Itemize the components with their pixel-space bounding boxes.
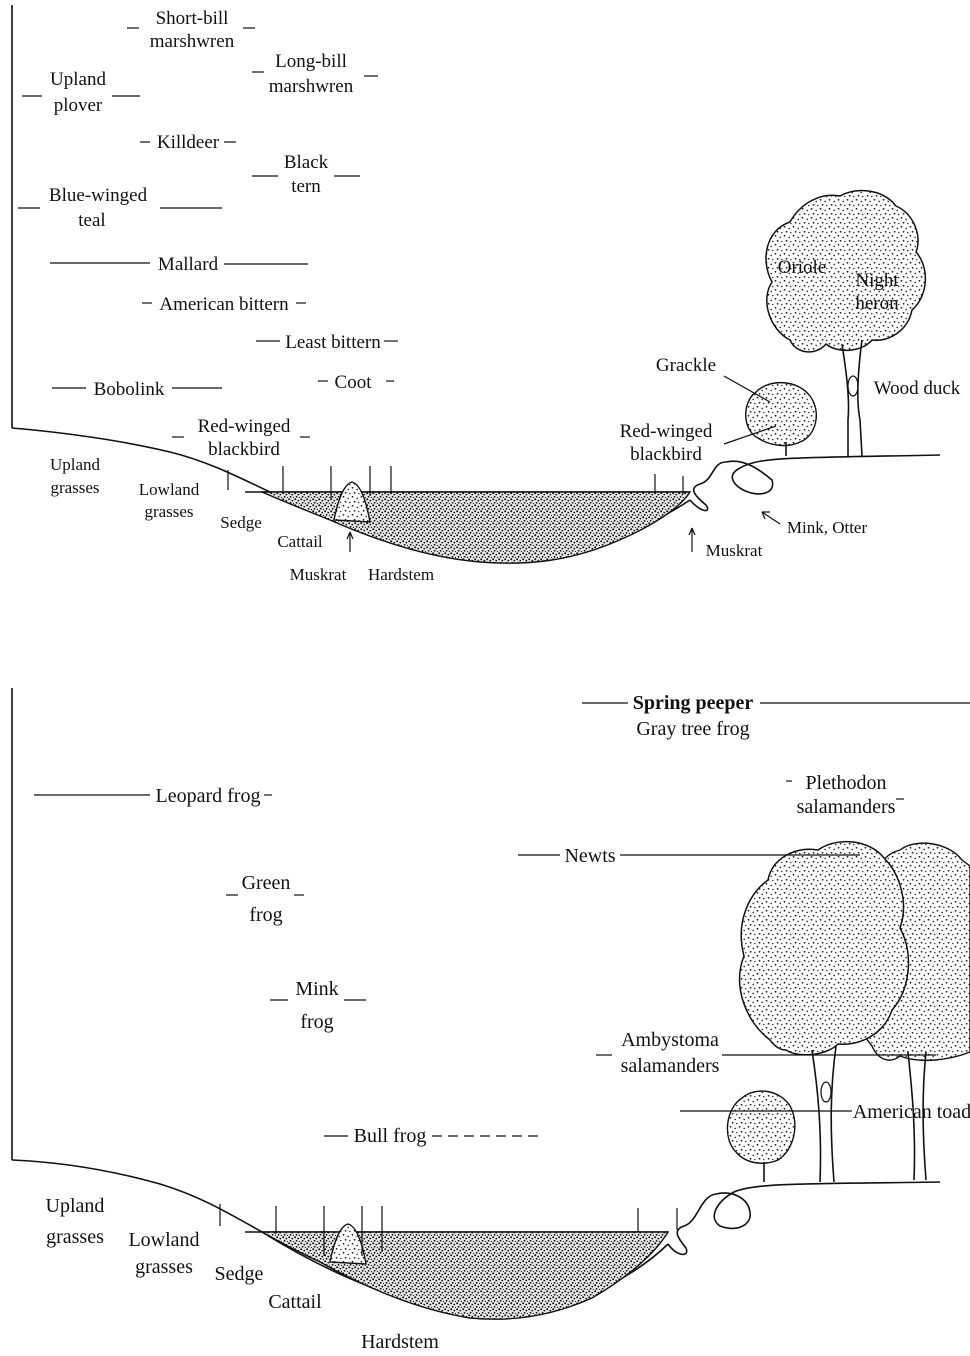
top-lowland-grasses-label-1: Lowland (139, 480, 200, 499)
bottom-cattail-label: Cattail (268, 1291, 322, 1313)
bottom-upland-grasses-label-2: grasses (46, 1226, 104, 1248)
top-cattail-label: Cattail (277, 532, 323, 551)
night-heron-label-2: heron (855, 293, 899, 314)
top-pond (262, 492, 690, 563)
blue-winged-teal-label-2: teal (78, 210, 105, 231)
short-bill-marshwren-label-1: Short-bill (156, 8, 229, 29)
wood-duck-label: Wood duck (874, 378, 961, 399)
top-upland-grasses-label-1: Upland (50, 455, 101, 474)
ambystoma-salamanders-label-1: Ambystoma (621, 1029, 719, 1051)
red-winged-blackbird-right-label-2: blackbird (630, 444, 702, 465)
gray-tree-frog-label: Gray tree frog (636, 718, 749, 740)
top-panel: Short-bill marshwren Long-bill marshwren… (12, 5, 961, 584)
night-heron-label-1: Night (855, 270, 899, 291)
short-bill-marshwren-label-2: marshwren (150, 31, 235, 52)
top-sedge-label: Sedge (220, 513, 262, 532)
mink-otter-label: Mink, Otter (787, 518, 868, 537)
killdeer-label: Killdeer (157, 132, 220, 153)
coot-label: Coot (335, 372, 373, 393)
bottom-pond (262, 1232, 668, 1319)
top-lowland-grasses-label-2: grasses (144, 502, 193, 521)
muskrat-right-arrow (689, 528, 695, 552)
bottom-panel: Spring peeper Gray tree frog Leopard fro… (12, 688, 970, 1353)
leopard-frog-label: Leopard frog (156, 785, 261, 807)
bull-frog-label: Bull frog (354, 1125, 427, 1147)
bobolink-label: Bobolink (94, 379, 165, 400)
top-muskrat-lodge (334, 482, 370, 522)
oriole-label: Oriole (778, 257, 827, 278)
muskrat-left-label: Muskrat (290, 565, 347, 584)
bottom-burrow-shoreline (668, 1182, 940, 1254)
blue-winged-teal-label-1: Blue-winged (49, 185, 148, 206)
plethodon-salamanders-label-2: salamanders (797, 796, 896, 818)
upland-plover-label-2: plover (54, 95, 103, 116)
muskrat-left-arrow (347, 532, 353, 552)
upland-plover-label-1: Upland (50, 69, 106, 90)
newts-label: Newts (564, 845, 615, 867)
bottom-sedge-label: Sedge (215, 1263, 264, 1285)
bottom-lowland-grasses-label-2: grasses (135, 1256, 193, 1278)
black-tern-label-1: Black (284, 152, 329, 173)
black-tern-label-2: tern (291, 176, 321, 197)
grackle-label: Grackle (656, 355, 716, 376)
green-frog-label-2: frog (249, 904, 282, 926)
bottom-lowland-grasses-label-1: Lowland (128, 1229, 199, 1251)
long-bill-marshwren-label-2: marshwren (269, 76, 354, 97)
top-burrow-shoreline (690, 455, 940, 511)
bottom-muskrat-lodge (330, 1224, 366, 1264)
least-bittern-label: Least bittern (285, 332, 381, 353)
mink-frog-label-1: Mink (295, 978, 338, 1000)
bottom-shrub (727, 1091, 794, 1182)
mink-otter-arrow (762, 512, 780, 524)
mallard-label: Mallard (158, 254, 219, 275)
american-toad-label: American toad (853, 1101, 970, 1123)
spring-peeper-label: Spring peeper (633, 692, 754, 714)
american-bittern-label: American bittern (159, 294, 289, 315)
green-frog-label-1: Green (242, 872, 291, 894)
ambystoma-salamanders-label-2: salamanders (621, 1055, 720, 1077)
bottom-upland-grasses-label-1: Upland (46, 1195, 105, 1217)
bottom-hardstem-label: Hardstem (361, 1331, 439, 1353)
top-upland-grasses-label-2: grasses (50, 478, 99, 497)
long-bill-marshwren-label-1: Long-bill (275, 51, 347, 72)
red-winged-blackbird-label-1: Red-winged (198, 416, 291, 437)
red-winged-blackbird-right-label-1: Red-winged (620, 421, 713, 442)
mink-frog-label-2: frog (300, 1011, 333, 1033)
red-winged-blackbird-label-2: blackbird (208, 439, 280, 460)
top-hardstem-label: Hardstem (368, 565, 434, 584)
muskrat-right-label: Muskrat (706, 541, 763, 560)
plethodon-salamanders-label-1: Plethodon (805, 772, 886, 794)
